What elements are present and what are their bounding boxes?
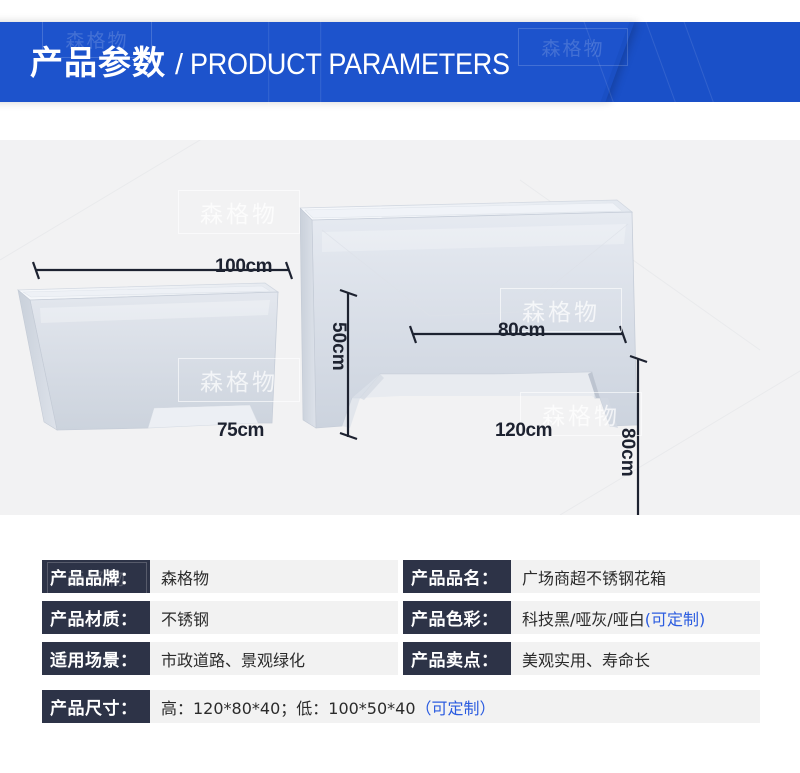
table-row: 适用场景： 市政道路、景观绿化	[42, 642, 398, 675]
spec-value-color-customizable: (可定制)	[644, 609, 706, 629]
spec-value-color-text: 科技黑/哑灰/哑白	[522, 609, 645, 629]
dimension-label-large-width: 80cm	[498, 320, 545, 341]
dimension-lines	[31, 261, 648, 515]
page-title: 产品参数 / PRODUCT PARAMETERS	[30, 46, 545, 82]
product-dimension-diagram: 森格物 森格物 森格物 森格物 100cm 50cm 75cm 80cm 80c…	[0, 140, 800, 515]
small-planter-box	[16, 282, 280, 431]
spec-value-scene: 市政道路、景观绿化	[150, 642, 398, 675]
spec-value-selling-point: 美观实用、寿命长	[511, 642, 760, 675]
page-title-chinese: 产品参数	[30, 44, 166, 81]
dimension-label-large-base: 120cm	[495, 420, 553, 441]
spec-value-size-text: 高：120*80*40；低：100*50*40	[161, 698, 416, 718]
dimension-label-small-height: 50cm	[328, 322, 349, 371]
product-spec-table: 产品品牌： 森格物 森格物 产品品名： 广场商超不锈钢花箱 产品材质： 不锈钢 …	[0, 560, 800, 740]
table-row: 产品材质： 不锈钢	[42, 601, 398, 634]
page-title-english: PRODUCT PARAMETERS	[190, 48, 510, 81]
spec-label-size: 产品尺寸：	[42, 690, 150, 723]
spec-label-material: 产品材质：	[42, 601, 150, 634]
table-row: 产品品牌： 森格物	[42, 560, 398, 593]
spec-label-color: 产品色彩：	[403, 601, 511, 634]
spec-value-size-customizable: （可定制）	[415, 698, 496, 718]
spec-label-scene: 适用场景：	[42, 642, 150, 675]
spec-label-brand: 产品品牌：	[42, 560, 150, 593]
spec-label-selling-point: 产品卖点：	[403, 642, 511, 675]
dimension-label-large-height: 80cm	[617, 428, 638, 477]
table-row: 产品卖点： 美观实用、寿命长	[403, 642, 760, 675]
table-row: 产品色彩： 科技黑/哑灰/哑白(可定制)	[403, 601, 760, 634]
large-planter-box	[299, 199, 638, 429]
table-row: 产品尺寸： 高：120*80*40；低：100*50*40 （可定制）	[42, 690, 760, 723]
dimension-label-small-width: 100cm	[215, 256, 273, 277]
spec-value-product-name: 广场商超不锈钢花箱	[511, 560, 760, 593]
product-illustration	[0, 140, 800, 515]
spec-value-size: 高：120*80*40；低：100*50*40 （可定制）	[150, 690, 760, 723]
dimension-label-small-base: 75cm	[217, 420, 264, 441]
table-row: 产品品名： 广场商超不锈钢花箱	[403, 560, 760, 593]
page-header-banner: 森格物 森格物 产品参数 / PRODUCT PARAMETERS	[0, 5, 800, 129]
spec-value-brand: 森格物	[150, 560, 398, 593]
spec-value-color: 科技黑/哑灰/哑白(可定制)	[511, 601, 760, 634]
spec-label-product-name: 产品品名：	[403, 560, 511, 593]
title-separator: /	[175, 49, 184, 81]
spec-value-material: 不锈钢	[150, 601, 398, 634]
